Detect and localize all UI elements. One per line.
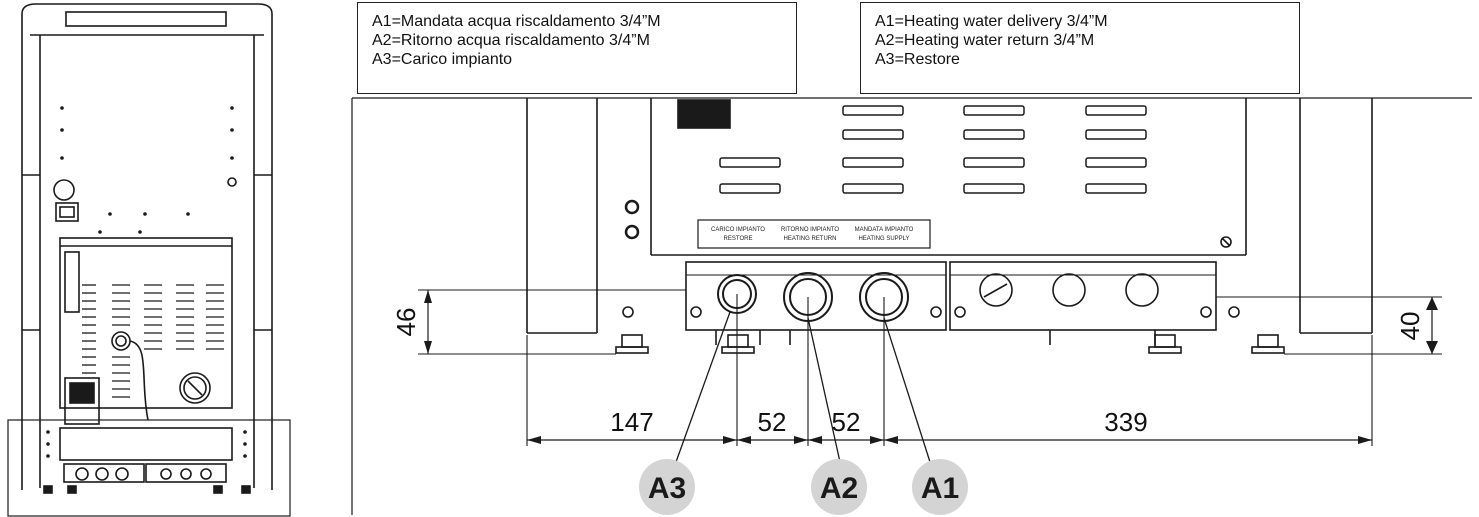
badge-a3 bbox=[639, 459, 695, 515]
detail-view bbox=[351, 97, 1472, 515]
rear-view-overall bbox=[7, 3, 291, 517]
legend-en-a3: A3=Restore bbox=[875, 51, 960, 68]
panel-label-return-1: RITORNO IMPIANTO bbox=[781, 227, 839, 233]
dimension-147: 147 bbox=[610, 407, 653, 437]
panel-label-supply-1: MANDATA IMPIANTO bbox=[855, 227, 914, 233]
panel-label-return-2: HEATING RETURN bbox=[784, 236, 837, 242]
badge-a3-label: A3 bbox=[648, 472, 686, 505]
badge-a2-label: A2 bbox=[820, 472, 858, 505]
dimension-52-left: 52 bbox=[758, 407, 787, 437]
badge-a2 bbox=[811, 459, 867, 515]
legend-en-a1: A1=Heating water delivery 3/4”M bbox=[875, 13, 1108, 30]
dimension-46: 46 bbox=[391, 308, 421, 337]
dimension-339: 339 bbox=[1104, 407, 1147, 437]
legend-it-a1: A1=Mandata acqua riscaldamento 3/4”M bbox=[372, 13, 661, 30]
legend-en-a2: A2=Heating water return 3/4”M bbox=[875, 32, 1095, 49]
legend-it-a3: A3=Carico impianto bbox=[372, 51, 513, 68]
legend-it-a2: A2=Ritorno acqua riscaldamento 3/4”M bbox=[372, 32, 650, 49]
dimension-52-right: 52 bbox=[832, 407, 861, 437]
dimension-40: 40 bbox=[1395, 312, 1425, 341]
badge-a1 bbox=[912, 459, 968, 515]
badge-a1-label: A1 bbox=[921, 472, 959, 505]
panel-label-supply-2: HEATING SUPPLY bbox=[858, 236, 909, 242]
legend-italian: A1=Mandata acqua riscaldamento 3/4”M A2=… bbox=[357, 2, 797, 94]
panel-label-restore-1: CARICO IMPIANTO bbox=[711, 227, 765, 233]
legend-english: A1=Heating water delivery 3/4”M A2=Heati… bbox=[860, 2, 1300, 94]
panel-label-restore-2: RESTORE bbox=[724, 236, 753, 242]
